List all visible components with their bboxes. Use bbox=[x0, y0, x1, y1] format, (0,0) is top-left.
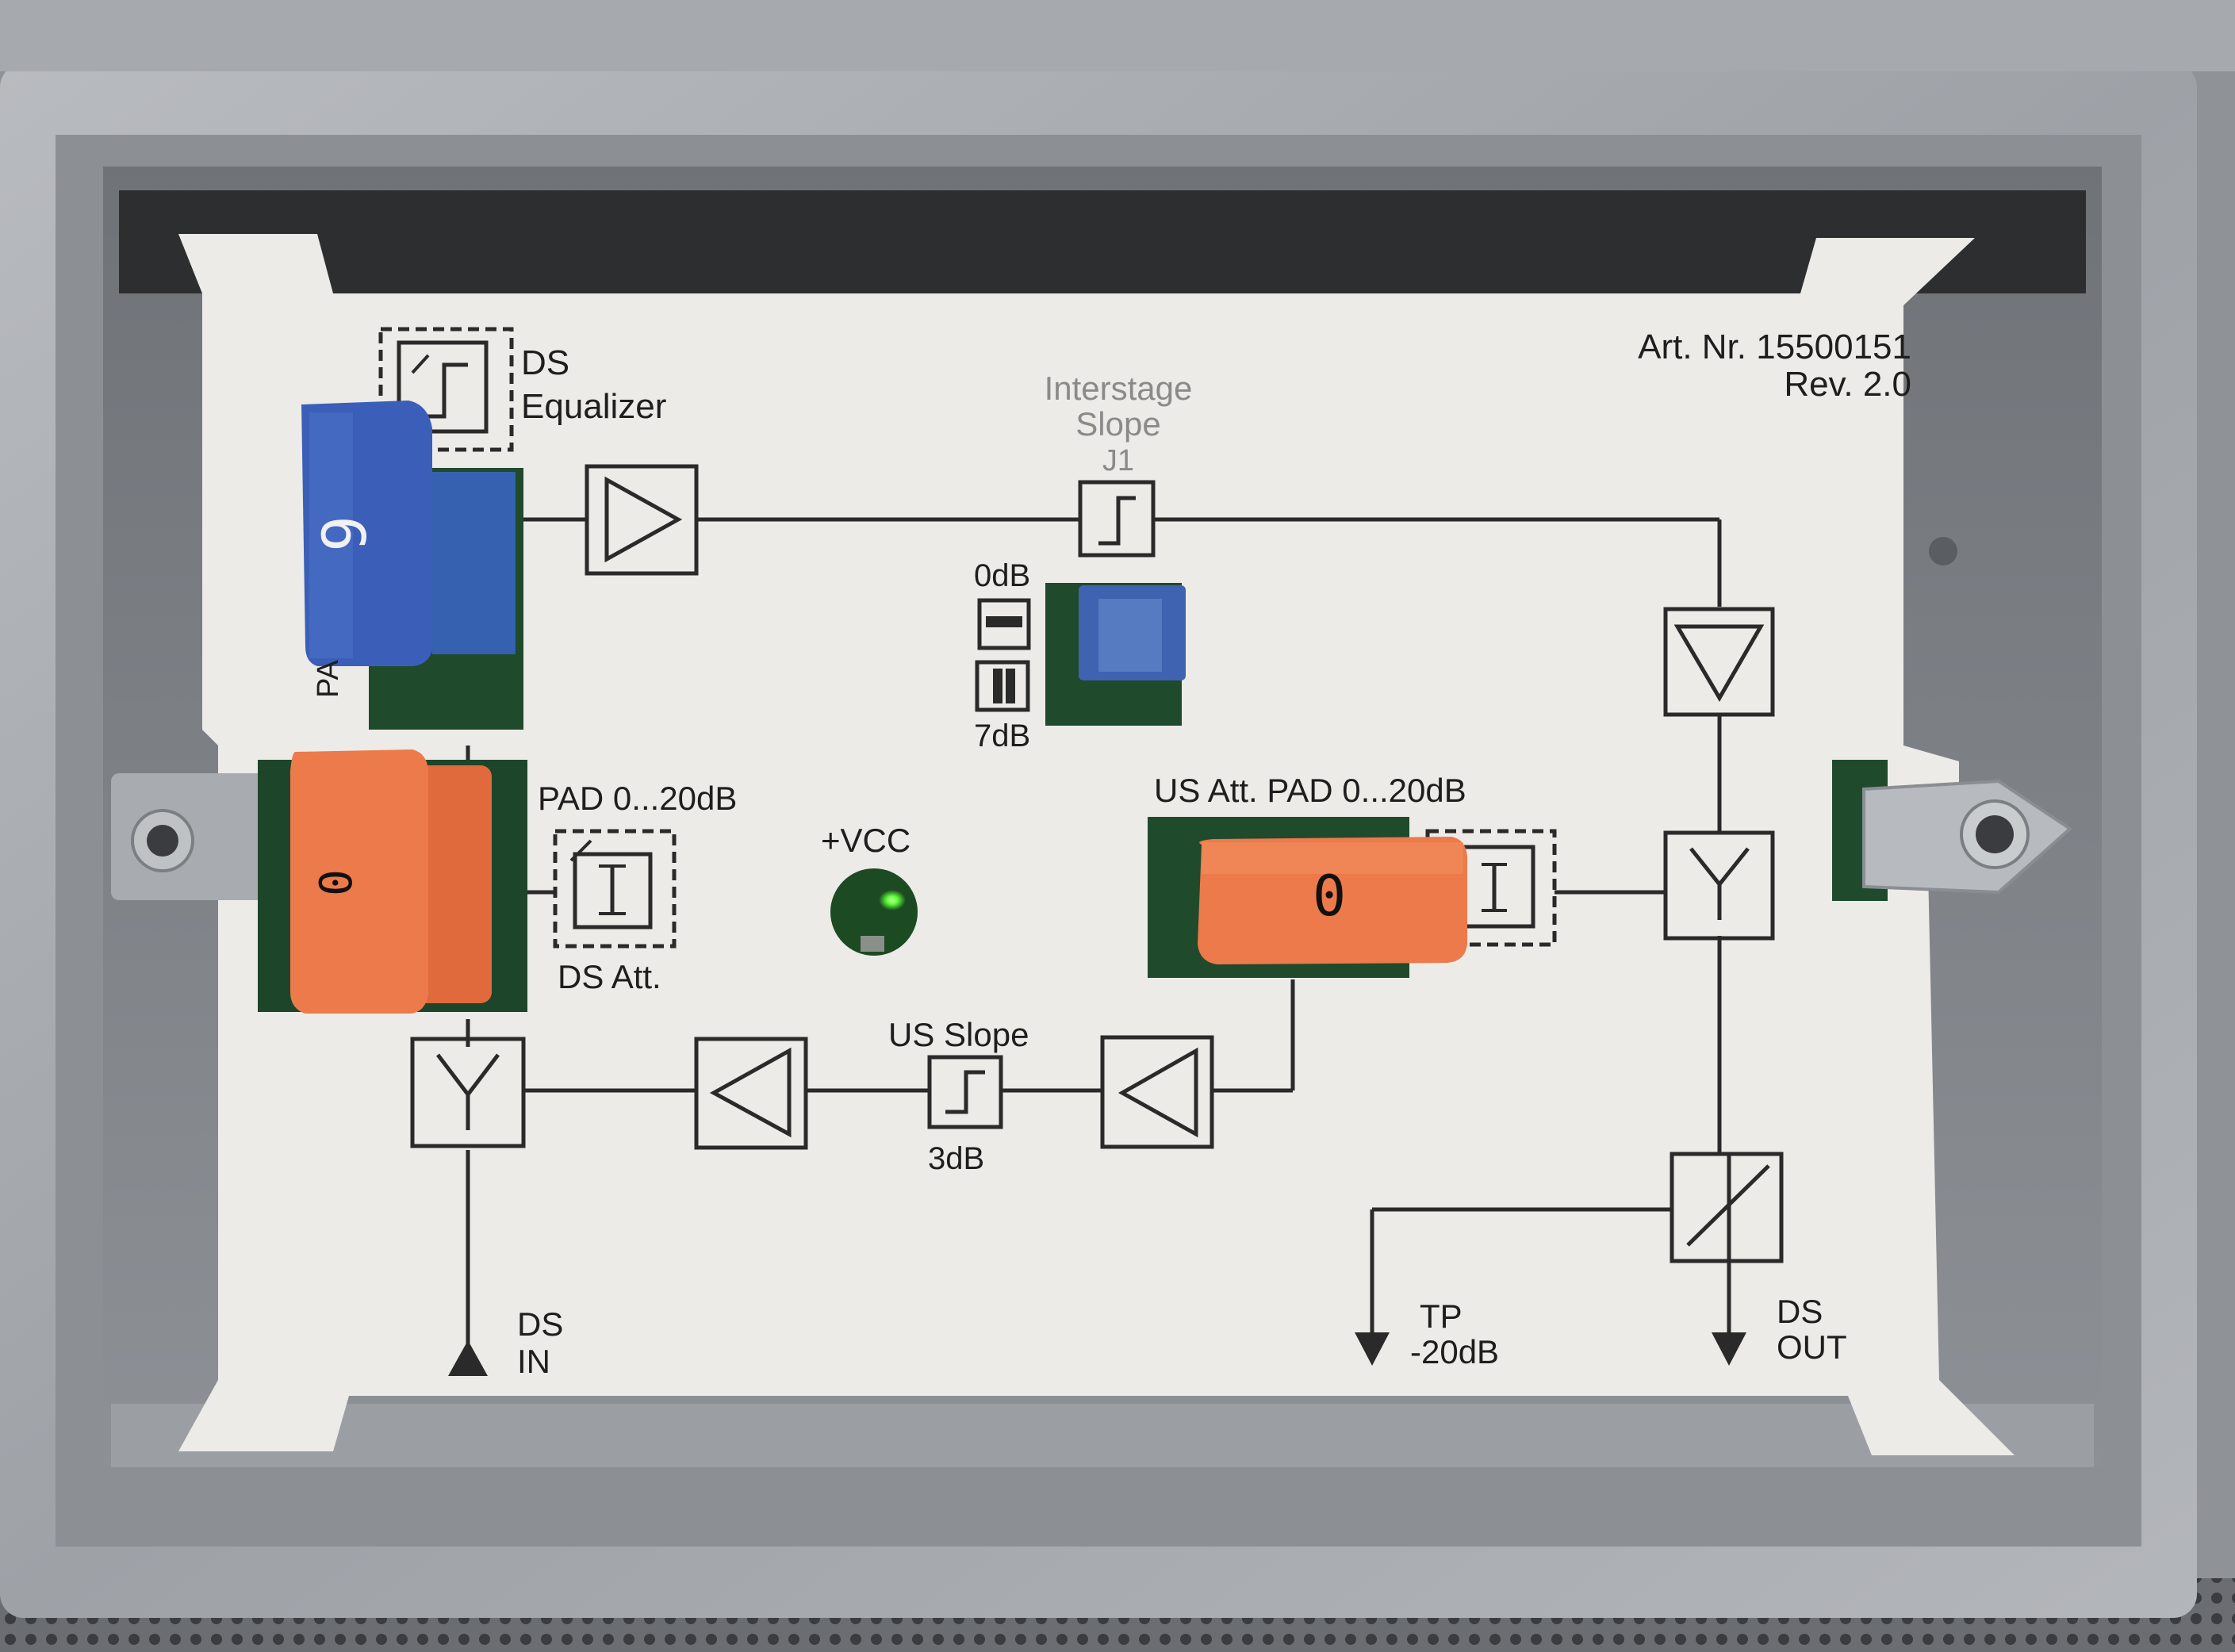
ds-attenuator-plug-value: 0 bbox=[310, 869, 362, 896]
us-slope-icon bbox=[927, 1055, 1003, 1129]
three-db-label: 3dB bbox=[928, 1141, 985, 1176]
right-screw bbox=[1929, 537, 1957, 565]
us-slope-label: US Slope bbox=[888, 1016, 1029, 1053]
ds-equalizer-label-1: DS bbox=[521, 343, 570, 382]
jumper-0db-icon bbox=[977, 598, 1031, 650]
ds-out-label-2: OUT bbox=[1777, 1328, 1847, 1366]
circuit-panel bbox=[178, 234, 2015, 1455]
revision: Rev. 2.0 bbox=[1784, 365, 1911, 404]
j1-label: J1 bbox=[1102, 444, 1135, 477]
ds-in-arrow-icon bbox=[448, 1340, 488, 1376]
ds-pad-range-label: PAD 0...20dB bbox=[538, 780, 738, 817]
ds-attenuator-icon bbox=[553, 829, 677, 949]
tp-arrow-icon bbox=[1355, 1332, 1390, 1366]
led-indicator-icon bbox=[830, 868, 918, 956]
ds-equalizer-plug[interactable] bbox=[301, 401, 516, 666]
housing-bottom-ledge bbox=[111, 1404, 2094, 1467]
ds-equalizer-plug-value: 9 bbox=[309, 516, 380, 552]
zero-db-label: 0dB bbox=[974, 558, 1031, 593]
housing-cavity-shadow bbox=[119, 190, 2086, 293]
seven-db-label: 7dB bbox=[974, 719, 1031, 753]
interstage-label-1: Interstage bbox=[1044, 370, 1193, 407]
directional-coupler-icon bbox=[1670, 1152, 1784, 1263]
input-diplexer-icon bbox=[410, 1037, 526, 1148]
jumper-7db-icon bbox=[975, 660, 1030, 712]
pad-partial-label: PA bbox=[312, 660, 345, 698]
tp-label-1: TP bbox=[1420, 1297, 1463, 1335]
ds-equalizer-icon bbox=[378, 327, 514, 452]
interstage-slope-icon bbox=[1078, 480, 1156, 558]
interstage-label-2: Slope bbox=[1075, 405, 1161, 443]
ds-output-amplifier-icon bbox=[1663, 607, 1775, 717]
us-att-pad-label: US Att. PAD 0...20dB bbox=[1154, 772, 1466, 809]
us-amplifier-left-icon bbox=[694, 1037, 808, 1150]
housing-top-rim bbox=[0, 0, 2235, 71]
ds-att-label: DS Att. bbox=[558, 958, 661, 995]
ds-amplifier-icon bbox=[585, 464, 699, 576]
ds-attenuator-plug[interactable] bbox=[290, 749, 492, 1014]
ds-equalizer-label-2: Equalizer bbox=[521, 387, 667, 426]
left-standoff bbox=[111, 773, 278, 900]
interstage-jumper[interactable] bbox=[1079, 585, 1186, 680]
output-diplexer-icon bbox=[1663, 830, 1775, 941]
ds-out-label-1: DS bbox=[1777, 1293, 1823, 1330]
tp-label-2: -20dB bbox=[1410, 1333, 1500, 1370]
us-attenuator-plug-value: 0 bbox=[1313, 864, 1347, 929]
vcc-label: +VCC bbox=[821, 822, 911, 859]
right-standoff bbox=[1832, 760, 2073, 901]
ds-in-label-2: IN bbox=[517, 1343, 550, 1380]
signal-lines bbox=[466, 517, 1731, 1348]
ds-in-label-1: DS bbox=[517, 1305, 564, 1343]
ds-out-arrow-icon bbox=[1712, 1332, 1746, 1366]
us-amplifier-right-icon bbox=[1100, 1035, 1214, 1149]
art-number: Art. Nr. 15500151 bbox=[1638, 328, 1911, 366]
us-attenuator-plug[interactable] bbox=[1198, 837, 1467, 964]
